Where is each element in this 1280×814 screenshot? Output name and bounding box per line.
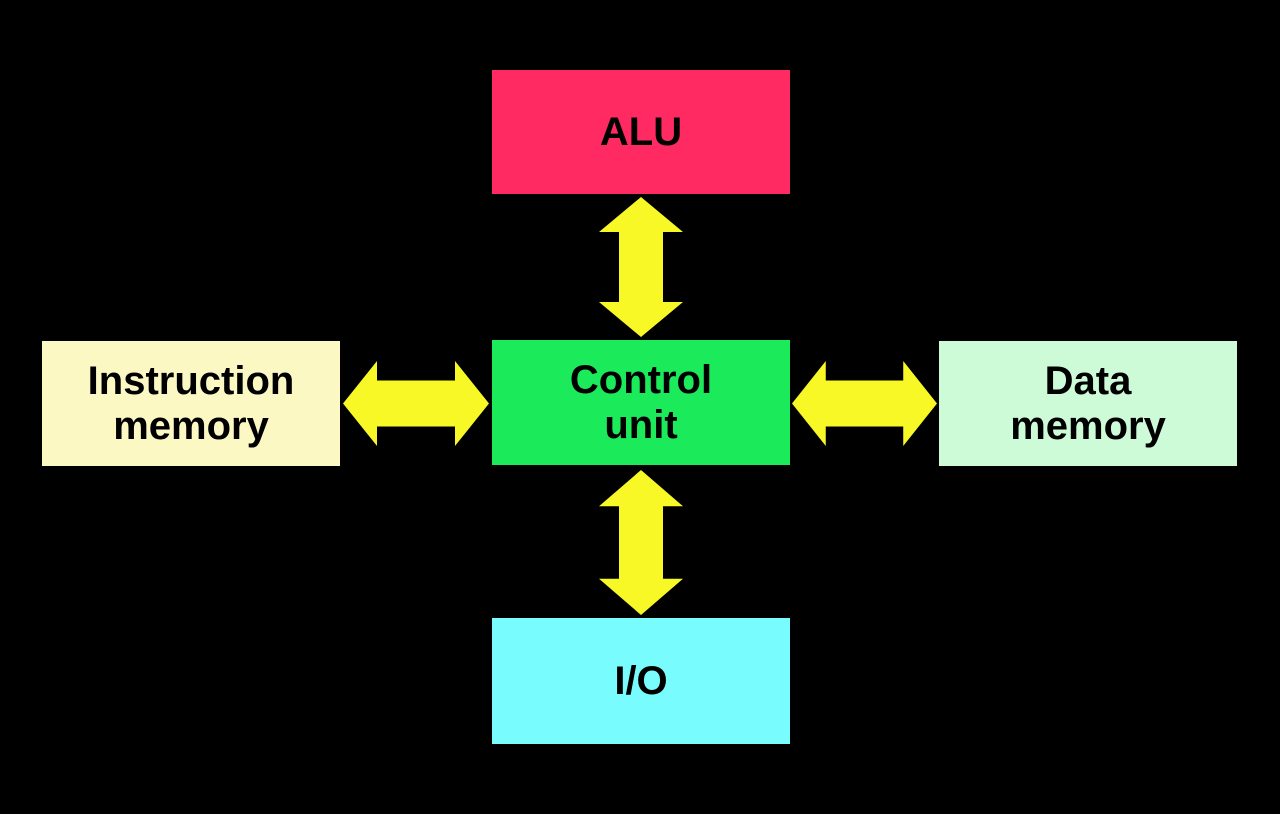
node-control-unit-label-line1: Control bbox=[569, 357, 713, 402]
node-alu-label: ALU bbox=[599, 109, 683, 154]
double-arrow-alu-control-icon bbox=[599, 197, 683, 337]
node-alu: ALU bbox=[492, 70, 790, 194]
node-instruction-memory-label-line1: Instruction bbox=[87, 358, 295, 403]
double-arrow-instruction-control-icon bbox=[343, 361, 489, 446]
node-control-unit: Control unit bbox=[492, 340, 790, 465]
node-io: I/O bbox=[492, 618, 790, 744]
node-instruction-memory-label-line2: memory bbox=[113, 403, 269, 448]
node-io-label: I/O bbox=[614, 658, 668, 703]
node-instruction-memory: Instruction memory bbox=[42, 341, 340, 466]
node-data-memory-label-line2: memory bbox=[1010, 403, 1166, 448]
node-control-unit-label-line2: unit bbox=[604, 402, 678, 447]
node-data-memory-label-line1: Data bbox=[1044, 358, 1132, 403]
node-data-memory: Data memory bbox=[939, 341, 1237, 466]
double-arrow-control-data-icon bbox=[792, 361, 937, 446]
double-arrow-control-io-icon bbox=[599, 470, 683, 615]
